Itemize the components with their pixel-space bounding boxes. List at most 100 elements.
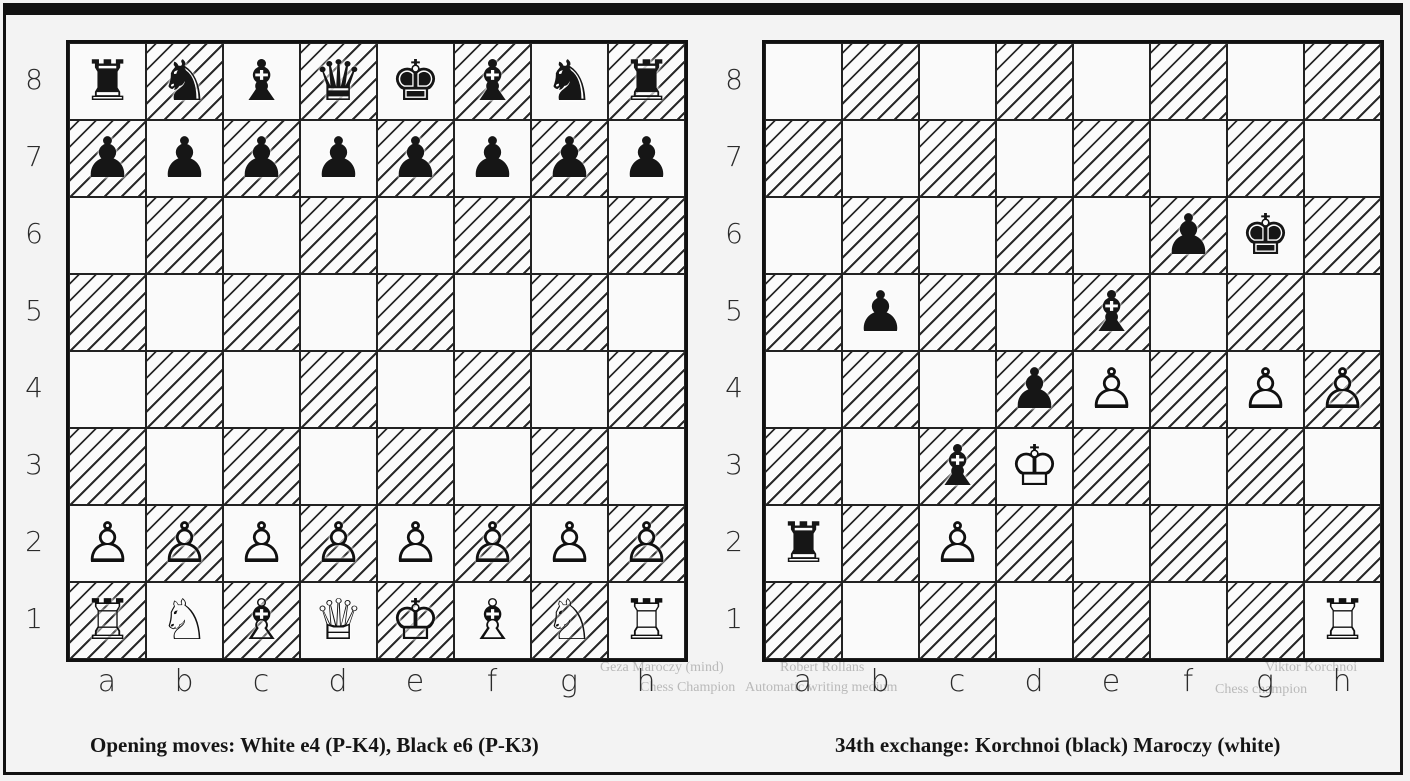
black-pawn-icon: ♟ bbox=[159, 131, 209, 187]
square-f8: ♝ bbox=[454, 43, 531, 120]
rank-label-8: 8 bbox=[14, 63, 54, 96]
square-c3 bbox=[223, 428, 300, 505]
black-bishop-icon: ♝ bbox=[467, 54, 517, 110]
white-knight-icon: ♘ bbox=[544, 593, 594, 649]
rank-label-7: 7 bbox=[14, 140, 54, 173]
black-rook-icon: ♜ bbox=[621, 54, 671, 110]
square-d2 bbox=[996, 505, 1073, 582]
square-e8 bbox=[1073, 43, 1150, 120]
square-a4 bbox=[69, 351, 146, 428]
rank-label-3: 3 bbox=[14, 448, 54, 481]
square-c4 bbox=[919, 351, 996, 428]
square-d8 bbox=[996, 43, 1073, 120]
file-label-g: g bbox=[1235, 664, 1295, 699]
square-c1: ♗ bbox=[223, 582, 300, 659]
file-label-e: e bbox=[385, 664, 445, 699]
rank-label-1: 1 bbox=[714, 602, 754, 635]
square-h7: ♟ bbox=[608, 120, 685, 197]
square-b8: ♞ bbox=[146, 43, 223, 120]
black-knight-icon: ♞ bbox=[544, 54, 594, 110]
white-rook-icon: ♖ bbox=[1317, 593, 1367, 649]
file-label-a: a bbox=[77, 664, 137, 699]
square-g1 bbox=[1227, 582, 1304, 659]
square-a6 bbox=[69, 197, 146, 274]
square-b6 bbox=[842, 197, 919, 274]
square-g3 bbox=[531, 428, 608, 505]
square-e2 bbox=[1073, 505, 1150, 582]
white-king-icon: ♔ bbox=[390, 593, 440, 649]
square-a1 bbox=[765, 582, 842, 659]
square-d8: ♛ bbox=[300, 43, 377, 120]
square-g5 bbox=[1227, 274, 1304, 351]
square-c2: ♙ bbox=[223, 505, 300, 582]
square-e1 bbox=[1073, 582, 1150, 659]
file-label-e: e bbox=[1081, 664, 1141, 699]
square-f3 bbox=[1150, 428, 1227, 505]
square-g1: ♘ bbox=[531, 582, 608, 659]
white-king-icon: ♔ bbox=[1009, 439, 1059, 495]
rank-label-2: 2 bbox=[14, 525, 54, 558]
square-e7: ♟ bbox=[377, 120, 454, 197]
square-d1: ♕ bbox=[300, 582, 377, 659]
square-h1: ♖ bbox=[608, 582, 685, 659]
square-h6 bbox=[1304, 197, 1381, 274]
square-c8: ♝ bbox=[223, 43, 300, 120]
black-pawn-icon: ♟ bbox=[467, 131, 517, 187]
white-pawn-icon: ♙ bbox=[1317, 362, 1367, 418]
square-h4: ♙ bbox=[1304, 351, 1381, 428]
square-b2 bbox=[842, 505, 919, 582]
square-b7 bbox=[842, 120, 919, 197]
black-pawn-icon: ♟ bbox=[390, 131, 440, 187]
file-label-d: d bbox=[308, 664, 368, 699]
black-pawn-icon: ♟ bbox=[855, 285, 905, 341]
square-b8 bbox=[842, 43, 919, 120]
black-bishop-icon: ♝ bbox=[932, 439, 982, 495]
square-e2: ♙ bbox=[377, 505, 454, 582]
square-g2 bbox=[1227, 505, 1304, 582]
file-label-c: c bbox=[927, 664, 987, 699]
square-a3 bbox=[765, 428, 842, 505]
square-b1: ♘ bbox=[146, 582, 223, 659]
square-b5: ♟ bbox=[842, 274, 919, 351]
square-f5 bbox=[1150, 274, 1227, 351]
square-a2: ♙ bbox=[69, 505, 146, 582]
white-pawn-icon: ♙ bbox=[159, 516, 209, 572]
square-g7: ♟ bbox=[531, 120, 608, 197]
square-h5 bbox=[1304, 274, 1381, 351]
rank-label-3: 3 bbox=[714, 448, 754, 481]
file-label-b: b bbox=[154, 664, 214, 699]
square-h3 bbox=[608, 428, 685, 505]
square-c6 bbox=[223, 197, 300, 274]
square-f4 bbox=[454, 351, 531, 428]
square-e3 bbox=[377, 428, 454, 505]
black-queen-icon: ♛ bbox=[313, 54, 363, 110]
square-c4 bbox=[223, 351, 300, 428]
square-b2: ♙ bbox=[146, 505, 223, 582]
rank-label-5: 5 bbox=[14, 294, 54, 327]
square-b1 bbox=[842, 582, 919, 659]
file-label-h: h bbox=[1312, 664, 1372, 699]
square-e3 bbox=[1073, 428, 1150, 505]
file-label-h: h bbox=[616, 664, 676, 699]
file-label-f: f bbox=[462, 664, 522, 699]
square-g4 bbox=[531, 351, 608, 428]
square-c8 bbox=[919, 43, 996, 120]
white-queen-icon: ♕ bbox=[313, 593, 363, 649]
square-c1 bbox=[919, 582, 996, 659]
white-pawn-icon: ♙ bbox=[621, 516, 671, 572]
file-label-g: g bbox=[539, 664, 599, 699]
black-king-icon: ♚ bbox=[1240, 208, 1290, 264]
white-pawn-icon: ♙ bbox=[1086, 362, 1136, 418]
black-pawn-icon: ♟ bbox=[621, 131, 671, 187]
rank-label-5: 5 bbox=[714, 294, 754, 327]
square-h3 bbox=[1304, 428, 1381, 505]
square-f8 bbox=[1150, 43, 1227, 120]
square-e1: ♔ bbox=[377, 582, 454, 659]
square-b5 bbox=[146, 274, 223, 351]
square-f1 bbox=[1150, 582, 1227, 659]
square-a2: ♜ bbox=[765, 505, 842, 582]
rank-label-6: 6 bbox=[14, 217, 54, 250]
white-pawn-icon: ♙ bbox=[313, 516, 363, 572]
square-a7 bbox=[765, 120, 842, 197]
square-h6 bbox=[608, 197, 685, 274]
